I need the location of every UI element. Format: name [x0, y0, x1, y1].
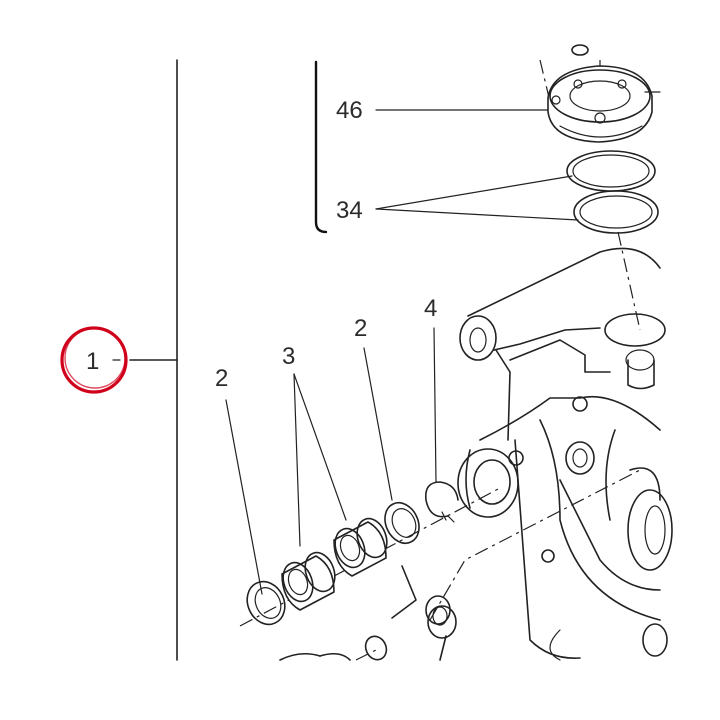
- leader-4: [433, 327, 437, 483]
- callout-washer-left[interactable]: 2: [215, 365, 228, 392]
- leader-2-left: [225, 399, 263, 595]
- leader-3b: [293, 373, 347, 521]
- leader-3a: [293, 373, 301, 547]
- callout-assembly[interactable]: 1: [86, 348, 99, 375]
- callout-circlip[interactable]: 4: [424, 295, 437, 322]
- washer-left-part: [246, 580, 286, 626]
- callout-washer-right[interactable]: 2: [354, 315, 367, 342]
- o-ring-upper: [566, 150, 656, 192]
- leader-34a: [375, 175, 573, 210]
- needle-bearing-2: [333, 517, 388, 577]
- housing-cover-part: [539, 44, 661, 143]
- callout-housing-cover[interactable]: 46: [336, 97, 363, 124]
- lower-parts-partial: [279, 635, 388, 661]
- spring-centerline: [429, 469, 641, 621]
- washer-right-part: [384, 502, 420, 544]
- o-ring-lower: [573, 190, 659, 234]
- circlip-part: [424, 481, 459, 523]
- torsion-spring-part: [391, 565, 457, 661]
- callout-needle-bearings[interactable]: 3: [282, 343, 295, 370]
- leader-2-right: [363, 347, 393, 501]
- leader-34b: [375, 208, 579, 221]
- needle-bearing-1: [281, 551, 336, 611]
- callout-o-rings[interactable]: 34: [336, 197, 363, 224]
- subassembly-bracket: [314, 60, 328, 234]
- highlight-ring[interactable]: [60, 326, 128, 394]
- gearbox-housing: [457, 247, 673, 661]
